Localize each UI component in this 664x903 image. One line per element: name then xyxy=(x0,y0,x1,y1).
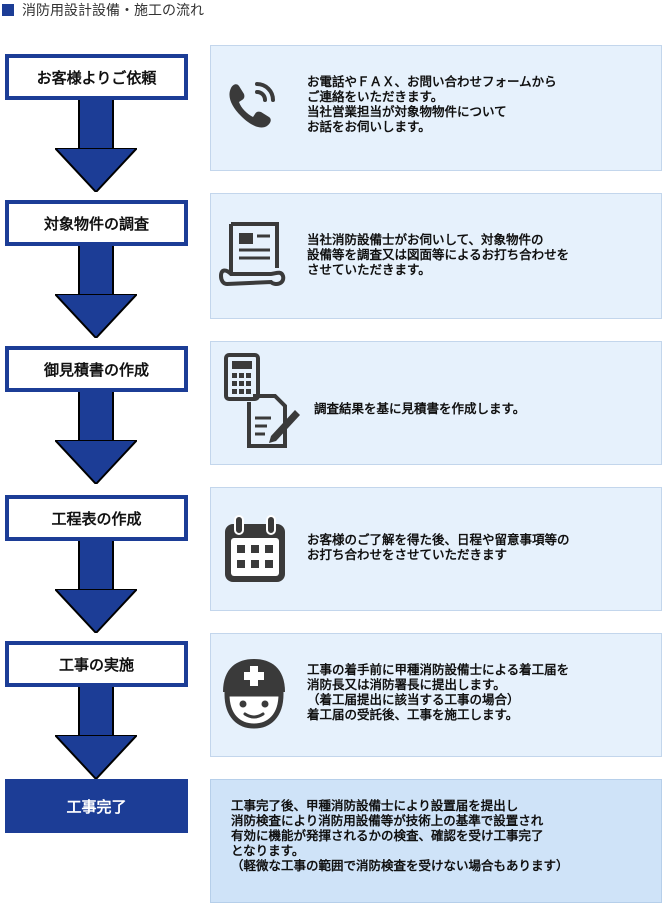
step-panel-completion: 工事完了後、甲種消防設備士により設置届を提出し消防検査により消防用設備等が技術上… xyxy=(210,779,662,903)
step-description: 工事完了後、甲種消防設備士により設置届を提出し消防検査により消防用設備等が技術上… xyxy=(231,798,569,873)
step-panel-construction: 工事の着手前に甲種消防設備士による着工届を消防長又は消防署長に提出します。（着工… xyxy=(210,633,662,757)
step-label: 工程表の作成 xyxy=(51,509,142,528)
step-box-survey: 対象物件の調査 xyxy=(5,200,188,246)
page-title: 消防用設計設備・施工の流れ xyxy=(22,3,204,19)
step-panel-survey: 当社消防設備士がお伺いして、対象物件の設備等を調査又は図面等によるお打ち合わせを… xyxy=(210,193,662,319)
step-description: 調査結果を基に見積書を作成します。 xyxy=(314,401,526,416)
step-box-schedule: 工程表の作成 xyxy=(5,495,188,541)
step-panel-schedule: お客様のご了解を得た後、日程や留意事項等のお打ち合わせをさせていただきます xyxy=(210,487,662,611)
page-header: 消防用設計設備・施工の流れ xyxy=(0,0,204,20)
flow-arrow-3 xyxy=(55,392,137,484)
flow-arrow-2 xyxy=(55,246,137,338)
step-label: 対象物件の調査 xyxy=(43,214,149,233)
flow-arrow-4 xyxy=(55,541,137,633)
step-label: 工事の実施 xyxy=(58,655,134,674)
step-description: 当社消防設備士がお伺いして、対象物件の設備等を調査又は図面等によるお打ち合わせを… xyxy=(307,232,570,277)
step-description: お電話やＦＡＸ、お問い合わせフォームからご連絡をいただきます。当社営業担当が対象… xyxy=(307,74,557,134)
title-square-icon xyxy=(2,4,14,16)
hard-hat-worker-icon xyxy=(223,659,285,729)
calculator-document-icon xyxy=(224,353,300,448)
step-description: 工事の着手前に甲種消防設備士による着工届を消防長又は消防署長に提出します。（着工… xyxy=(307,662,570,722)
calendar-icon xyxy=(225,515,285,582)
step-box-completion: 工事完了 xyxy=(5,779,188,833)
step-panel-estimate: 調査結果を基に見積書を作成します。 xyxy=(210,341,662,465)
step-label: 御見積書の作成 xyxy=(43,360,149,379)
flow-arrow-5 xyxy=(55,687,137,779)
step-box-estimate: 御見積書の作成 xyxy=(5,346,188,392)
step-description: お客様のご了解を得た後、日程や留意事項等のお打ち合わせをさせていただきます xyxy=(307,532,570,562)
step-label: お客様よりご依頼 xyxy=(36,68,157,87)
step-box-construction: 工事の実施 xyxy=(5,641,188,687)
document-scroll-icon xyxy=(218,222,286,287)
step-box-request: お客様よりご依頼 xyxy=(5,54,188,100)
step-label: 工事完了 xyxy=(66,797,127,816)
step-panel-request: お電話やＦＡＸ、お問い合わせフォームからご連絡をいただきます。当社営業担当が対象… xyxy=(210,45,662,171)
flow-arrow-1 xyxy=(55,100,137,192)
phone-icon xyxy=(229,82,275,128)
